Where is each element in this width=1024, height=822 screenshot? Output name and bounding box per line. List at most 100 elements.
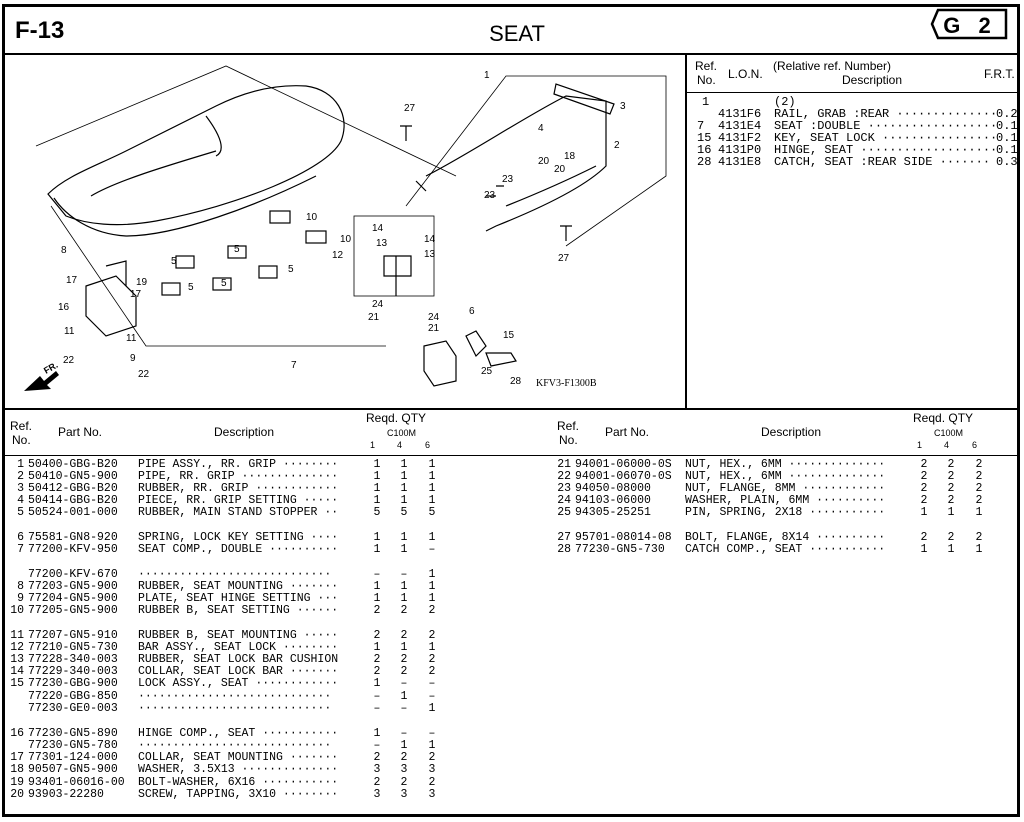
parts-cell-q1: 1	[373, 494, 381, 507]
parts-cell-desc: SPRING, LOCK KEY SETTING ····	[138, 531, 339, 544]
parts-cell-q3: 2	[975, 482, 983, 495]
parts-cell-q1: 1	[373, 470, 381, 483]
parts-cell-q2: –	[400, 702, 408, 715]
head-no: No.	[12, 433, 31, 447]
parts-cell-desc: WASHER, PLAIN, 6MM ··········	[685, 494, 886, 507]
parts-cell-desc: RUBBER, SEAT LOCK BAR CUSHION	[138, 653, 339, 666]
parts-cell-q2: 1	[400, 580, 408, 593]
callout-8: 8	[61, 245, 67, 256]
group-code: G 2	[943, 13, 997, 38]
parts-cell-desc: RUBBER, RR. GRIP ············	[138, 482, 339, 495]
ref-head-ref: Ref.	[695, 59, 718, 73]
parts-cell-desc: PIECE, RR. GRIP SETTING ·····	[138, 494, 339, 507]
parts-cell-ref: 9	[17, 592, 24, 605]
parts-cell-ref: 19	[10, 776, 24, 789]
parts-cell-q1: 1	[373, 727, 381, 740]
parts-cell-q1: 1	[373, 592, 381, 605]
ref-row-ref: 1	[702, 95, 710, 109]
parts-cell-q1: –	[373, 568, 381, 581]
parts-cell-part: 77230-GBG-900	[28, 677, 118, 690]
parts-cell-q2: –	[400, 568, 408, 581]
parts-cell-q3: 2	[975, 470, 983, 483]
parts-cell-part: 77200-KFV-670	[28, 568, 118, 581]
divider-parthead	[5, 455, 1017, 456]
parts-cell-q3: 1	[428, 641, 436, 654]
parts-row: 15 77230-GBG-900 LOCK ASSY., SEAT ········…	[8, 678, 438, 690]
parts-cell-ref: 11	[10, 629, 24, 642]
parts-cell-desc: LOCK ASSY., SEAT ············	[138, 677, 339, 690]
parts-cell-ref: 18	[10, 763, 24, 776]
head-no-r: No.	[559, 433, 578, 447]
parts-cell-ref: 27	[557, 531, 571, 544]
parts-cell-q1: 1	[373, 543, 381, 556]
callout-20: 20	[538, 156, 550, 167]
callout-12: 12	[332, 250, 344, 261]
ref-row-lon: 4131P0	[718, 143, 762, 157]
parts-cell-desc: RUBBER, SEAT MOUNTING ·······	[138, 580, 339, 593]
parts-cell-ref: 13	[10, 653, 24, 666]
parts-cell-part: 77301-124-000	[28, 751, 118, 764]
parts-cell-ref: 15	[10, 677, 24, 690]
parts-cell-part: 94001-06070-0S	[575, 470, 672, 483]
parts-cell-desc: BOLT, FLANGE, 8X14 ··········	[685, 531, 886, 544]
parts-cell-q3: 2	[975, 494, 983, 507]
parts-cell-desc: PIPE, RR. GRIP ··············	[138, 470, 339, 483]
callout-5: 5	[171, 256, 177, 267]
callout-14: 14	[424, 234, 436, 245]
parts-cell-q3: 1	[428, 702, 436, 715]
callout-27: 27	[558, 253, 570, 264]
callout-21: 21	[428, 323, 440, 334]
parts-cell-q3: 1	[428, 580, 436, 593]
ref-row-frt: 0.1	[996, 119, 1018, 133]
callout-24: 24	[428, 312, 440, 323]
callout-23: 23	[484, 190, 496, 201]
parts-cell-ref: 3	[17, 482, 24, 495]
callout-23: 23	[502, 174, 514, 185]
callout-6: 6	[469, 306, 475, 317]
parts-cell-q2: 2	[400, 776, 408, 789]
callout-5: 5	[234, 244, 240, 255]
parts-cell-part: 50400-GBG-B20	[28, 458, 118, 471]
parts-cell-q1: 2	[920, 494, 928, 507]
parts-cell-ref: 2	[17, 470, 24, 483]
parts-cell-part: 75581-GN8-920	[28, 531, 118, 544]
parts-cell-part: 77230-GN5-730	[575, 543, 665, 556]
parts-cell-desc: SEAT COMP., DOUBLE ··········	[138, 543, 339, 556]
parts-cell-q1: 2	[920, 470, 928, 483]
parts-cell-ref: 12	[10, 641, 24, 654]
head-c3: 6	[425, 440, 431, 450]
parts-cell-q3: 1	[428, 494, 436, 507]
parts-cell-q2: 1	[400, 641, 408, 654]
callout-18: 18	[564, 151, 576, 162]
ref-row-lon: 4131F6	[718, 107, 762, 121]
parts-cell-q2: 3	[400, 763, 408, 776]
parts-cell-part: 77205-GN5-900	[28, 604, 118, 617]
callout-9: 9	[130, 353, 136, 364]
parts-cell-part: 93401-06016-00	[28, 776, 125, 789]
parts-cell-desc: ····························	[138, 702, 332, 715]
parts-cell-ref: 5	[17, 506, 24, 519]
ref-row-desc: SEAT :DOUBLE ··················	[774, 119, 998, 133]
parts-cell-q2: 3	[400, 788, 408, 801]
parts-cell-q3: 1	[428, 739, 436, 752]
parts-cell-ref: 1	[17, 458, 24, 471]
callout-19: 19	[136, 277, 148, 288]
parts-cell-q2: 1	[400, 690, 408, 703]
parts-cell-q1: 1	[373, 580, 381, 593]
parts-cell-q2: 1	[400, 482, 408, 495]
head-c1-r: 1	[917, 440, 923, 450]
callout-16: 16	[58, 302, 70, 313]
